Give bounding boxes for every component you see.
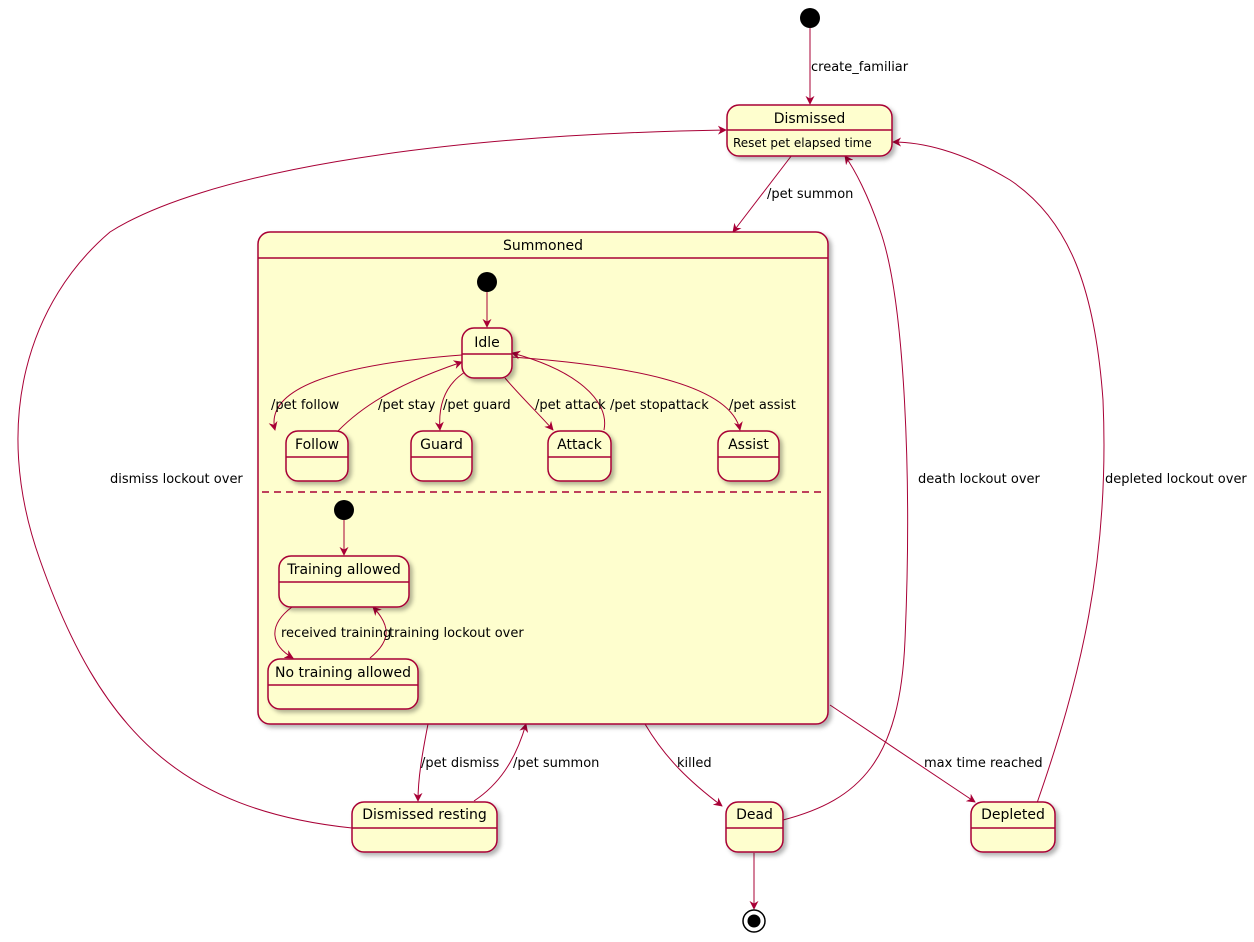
label-depleted-lockout-over: depleted lockout over bbox=[1105, 472, 1247, 487]
state-dead-title: Dead bbox=[736, 807, 773, 823]
label-training-lockout-over: training lockout over bbox=[389, 626, 524, 641]
summoned-initial-node bbox=[477, 272, 497, 292]
state-guard: Guard bbox=[410, 430, 473, 482]
label-pet-follow: /pet follow bbox=[271, 398, 340, 413]
state-assist-title: Assist bbox=[728, 437, 769, 453]
edge-received-training bbox=[274, 606, 294, 659]
state-idle-title: Idle bbox=[474, 335, 500, 351]
edge-pet-follow bbox=[268, 354, 463, 431]
label-received-training: received training bbox=[281, 626, 391, 641]
state-attack-title: Attack bbox=[557, 437, 603, 453]
label-pet-attack: /pet attack bbox=[535, 398, 606, 413]
state-dead: Dead bbox=[725, 801, 784, 853]
initial-state-node bbox=[800, 8, 820, 28]
label-pet-stopattack: /pet stopattack bbox=[610, 398, 709, 413]
edge-pet-stay bbox=[337, 360, 463, 432]
state-depleted: Depleted bbox=[970, 801, 1056, 853]
label-killed: killed bbox=[677, 756, 712, 771]
state-follow: Follow bbox=[285, 430, 349, 482]
edge-labels: create_familiar /pet summon /pet follow … bbox=[110, 60, 1247, 771]
training-initial-node bbox=[334, 500, 354, 520]
state-attack: Attack bbox=[547, 430, 612, 482]
state-summoned: Summoned Idle Follow bbox=[257, 231, 829, 725]
edge-pet-summon-back bbox=[473, 723, 529, 802]
edge-pet-guard bbox=[434, 371, 466, 431]
label-create-familiar: create_familiar bbox=[811, 60, 909, 75]
final-state-node bbox=[742, 909, 766, 933]
state-dismissed: Dismissed Reset pet elapsed time bbox=[726, 104, 893, 157]
label-pet-assist: /pet assist bbox=[729, 398, 796, 413]
edge-killed bbox=[644, 723, 723, 807]
label-death-lockout-over: death lockout over bbox=[918, 472, 1041, 487]
state-idle: Idle bbox=[461, 327, 513, 379]
edge-death-lockout-over bbox=[782, 155, 909, 821]
state-depleted-title: Depleted bbox=[981, 807, 1045, 823]
edge-dismiss-lockout-over bbox=[17, 125, 727, 829]
state-assist: Assist bbox=[717, 430, 780, 482]
state-dismissed-resting-title: Dismissed resting bbox=[362, 807, 487, 823]
label-pet-summon-back: /pet summon bbox=[513, 756, 599, 771]
summoned-region-behavior bbox=[268, 292, 743, 659]
label-pet-guard: /pet guard bbox=[443, 398, 511, 413]
state-dismissed-title: Dismissed bbox=[774, 111, 846, 127]
edge-pet-assist bbox=[511, 356, 743, 431]
label-max-time-reached: max time reached bbox=[924, 756, 1043, 771]
state-dismissed-resting: Dismissed resting bbox=[351, 801, 498, 853]
state-dismissed-description: Reset pet elapsed time bbox=[733, 136, 872, 150]
state-guard-title: Guard bbox=[420, 437, 463, 453]
state-follow-title: Follow bbox=[295, 437, 339, 453]
state-summoned-title: Summoned bbox=[503, 238, 583, 254]
edge-depleted-lockout-over bbox=[892, 137, 1105, 804]
label-pet-dismiss: /pet dismiss bbox=[421, 756, 500, 771]
state-training-allowed-title: Training allowed bbox=[286, 562, 401, 578]
state-no-training-allowed: No training allowed bbox=[267, 658, 419, 710]
label-pet-stay: /pet stay bbox=[378, 398, 436, 413]
edge-pet-dismiss bbox=[413, 723, 429, 802]
edge-training-lockout-over bbox=[369, 606, 387, 659]
transitions bbox=[17, 28, 1105, 910]
label-dismiss-lockout-over: dismiss lockout over bbox=[110, 472, 243, 487]
edge-max-time-reached bbox=[829, 704, 976, 803]
state-no-training-allowed-title: No training allowed bbox=[275, 665, 411, 681]
edge-pet-stopattack bbox=[511, 350, 606, 431]
edge-dismissed-to-summoned bbox=[732, 154, 793, 233]
edge-pet-attack bbox=[504, 377, 554, 431]
label-pet-summon: /pet summon bbox=[767, 187, 853, 202]
state-training-allowed: Training allowed bbox=[278, 555, 410, 608]
